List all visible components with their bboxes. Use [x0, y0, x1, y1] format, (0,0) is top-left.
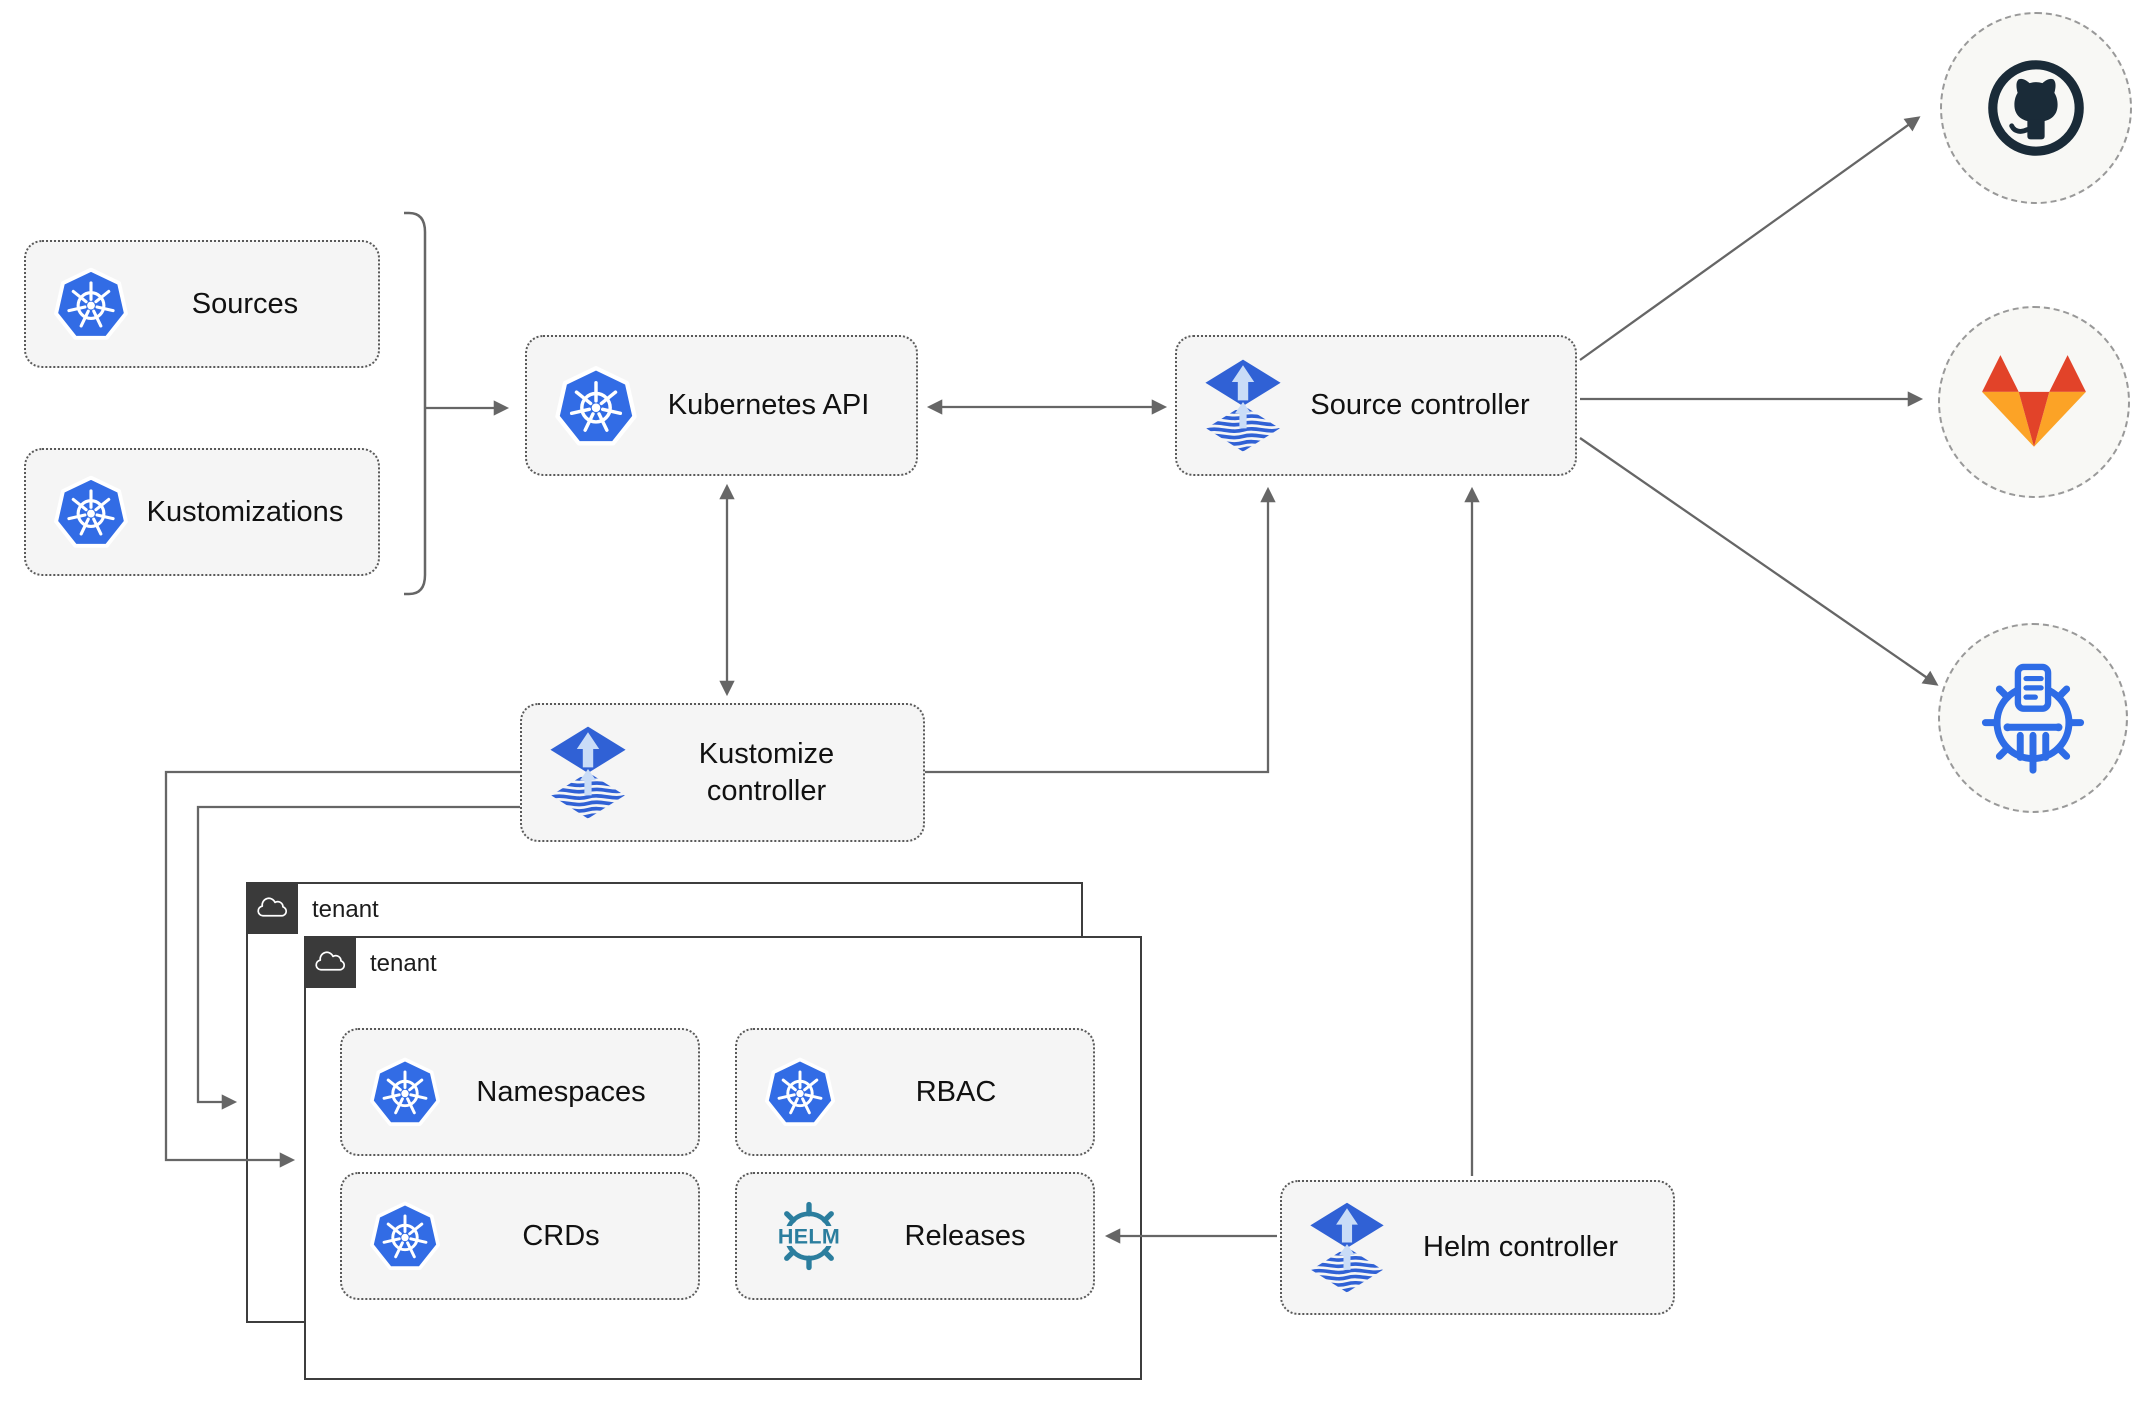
node-kustomize-controller: Kustomize controller [520, 703, 925, 842]
node-label: CRDs [522, 1219, 600, 1252]
node-label: Namespaces [476, 1075, 646, 1108]
node-source-controller: Source controller [1175, 335, 1577, 476]
flux-icon [1308, 1201, 1386, 1295]
edge-source-to-chartmuseum [1579, 437, 1939, 686]
node-rbac: RBAC [735, 1028, 1095, 1156]
node-label: Releases [904, 1219, 1026, 1252]
external-target-gitlab [1938, 306, 2130, 498]
external-target-chartmuseum [1938, 623, 2128, 813]
kubernetes-icon [52, 473, 130, 551]
node-label: Source controller [1310, 389, 1530, 422]
edge-source-to-github [1579, 116, 1921, 361]
tenant-box-front: tenant [304, 936, 1142, 1380]
node-label: Kustomizations [146, 495, 344, 528]
helm-wheel-icon: HELM [763, 1197, 855, 1275]
external-target-github [1940, 12, 2132, 204]
kubernetes-icon [553, 363, 639, 449]
node-sources: Sources [24, 240, 380, 368]
kubernetes-icon [368, 1199, 442, 1273]
node-label: Helm controller [1423, 1231, 1618, 1264]
node-kubernetes-api: Kubernetes API [525, 335, 918, 476]
node-kustomizations: Kustomizations [24, 448, 380, 576]
edge-kustomize-to-source [925, 486, 1276, 774]
node-label: Kubernetes API [667, 389, 870, 422]
tenant-header-square [304, 936, 356, 988]
cloud-icon [315, 950, 346, 971]
tenant-label: tenant [370, 950, 437, 977]
flux-icon [1203, 358, 1283, 454]
helm-logo-text: HELM [778, 1225, 840, 1249]
tenant-label: tenant [312, 896, 379, 923]
gitlab-fox-icon [1982, 355, 2086, 447]
node-label: RBAC [915, 1075, 997, 1108]
flux-icon [548, 725, 628, 821]
kubernetes-icon [52, 265, 130, 343]
node-label: Sources [191, 287, 299, 320]
node-label: Kustomize controller [698, 738, 835, 807]
chartmuseum-icon [1981, 663, 2085, 774]
node-helm-controller: Helm controller [1280, 1180, 1675, 1315]
tenant-header-square [246, 882, 298, 934]
kubernetes-icon [368, 1055, 442, 1129]
node-releases: HELM Releases [735, 1172, 1095, 1300]
github-octocat-icon [1988, 60, 2084, 156]
bracket-sources-kustomizations [404, 211, 427, 596]
node-namespaces: Namespaces [340, 1028, 700, 1156]
kubernetes-icon [763, 1055, 837, 1129]
cloud-icon [257, 896, 288, 917]
node-crds: CRDs [340, 1172, 700, 1300]
